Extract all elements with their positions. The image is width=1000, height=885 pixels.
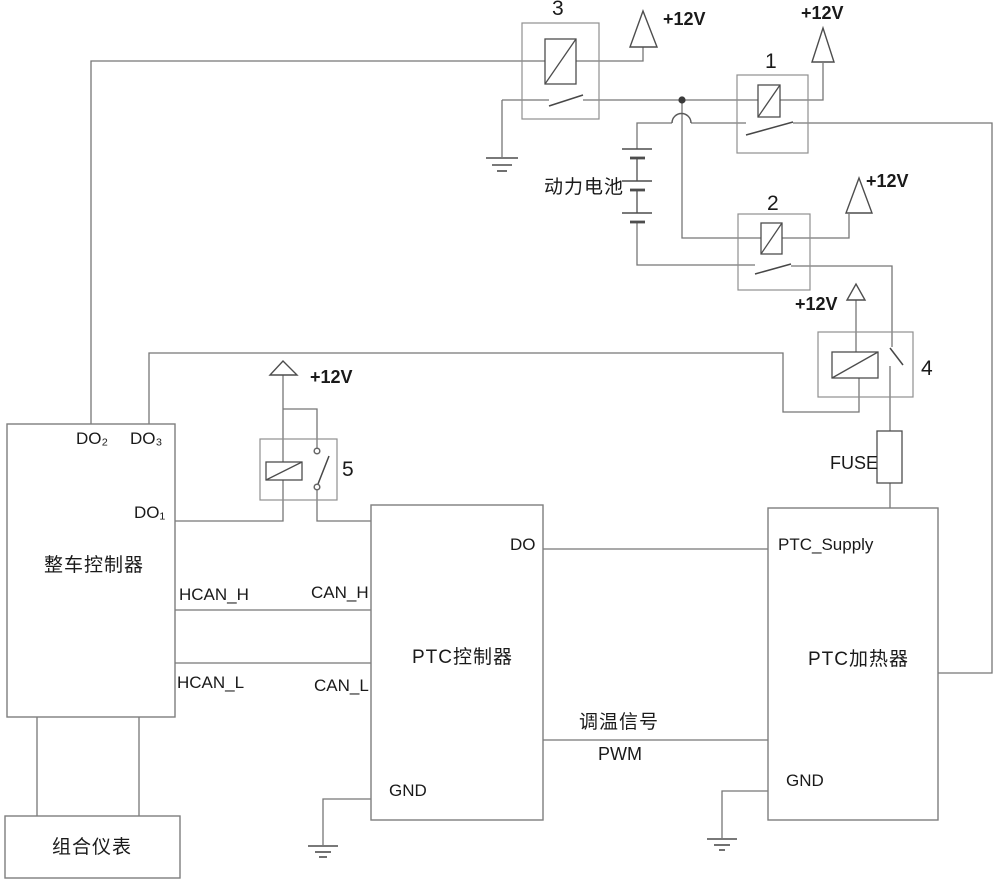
relay-4-coil-icon: [831, 351, 879, 379]
vcu-title: 整车控制器: [44, 555, 145, 576]
ground-controller-icon: [308, 845, 338, 858]
fuse-label: FUSE: [830, 453, 879, 473]
plus12v-label-relay1: +12V: [801, 3, 844, 23]
relay-switches: [313, 94, 904, 491]
wires: [36, 47, 993, 845]
vcu-pin-hcan-l: HCAN_L: [177, 673, 245, 692]
wire-node-to-relay2-coil: [681, 100, 761, 239]
cluster-box: [4, 815, 181, 879]
relay-2-box: [737, 213, 811, 291]
component-boxes: [4, 423, 939, 879]
relay-1-coil-icon: [757, 84, 781, 118]
battery-label: 动力电池: [544, 177, 625, 198]
plus12v-label-relay3: +12V: [663, 9, 706, 29]
relay-coils: [265, 38, 879, 481]
wire-relay5-out-to-ptc-controller: [316, 490, 371, 522]
cluster-title: 组合仪表: [52, 837, 133, 858]
relay-3-switch-icon: [548, 94, 584, 107]
ptc-heater-pin-gnd: GND: [786, 771, 824, 790]
wire-relay1-coil-to-12v: [780, 63, 824, 101]
ground-heater-icon: [707, 838, 737, 851]
relay-5-coil-icon: [265, 461, 303, 481]
relay-5-contact-top: [313, 447, 321, 455]
relay-5-box: [259, 438, 338, 501]
wire-relay1-out-right-rail: [793, 122, 993, 674]
relay-4-number: 4: [921, 357, 933, 380]
relay-2-coil-icon: [760, 222, 783, 255]
ptc-heater-title: PTC加热器: [808, 649, 910, 670]
plus12v-label-relay5: +12V: [310, 367, 353, 387]
power-triangle-relay5-icon: [268, 359, 299, 376]
wire-relay3-coil-to-12v: [576, 47, 644, 62]
relay-5-contact-bottom: [313, 483, 321, 491]
relay-2-switch-icon: [754, 263, 792, 275]
wire-relay4-coil-return-to-do3: [148, 352, 860, 424]
relay-2-number: 2: [767, 192, 779, 215]
vcu-pin-do3: DO₃: [130, 429, 163, 448]
ptc-controller-pin-can-l: CAN_L: [314, 676, 369, 695]
plus12v-label-relay4: +12V: [795, 294, 838, 314]
ptc-heater-pin-supply: PTC_Supply: [778, 535, 874, 554]
plus12v-label-relay2: +12V: [866, 171, 909, 191]
wire-battery-top: [636, 122, 672, 149]
wire-do2-to-relay3-coil: [90, 60, 545, 424]
wire-relay5-coil-to-do1: [175, 480, 284, 522]
relay-1-number: 1: [765, 50, 777, 73]
power-triangles: [268, 9, 874, 376]
ptc-heater-box: [767, 507, 939, 821]
relay-1-switch-icon: [745, 121, 794, 136]
ptc-controller-pin-can-h: CAN_H: [311, 583, 369, 602]
relay-1-box: [736, 74, 809, 154]
relay-5-switch-icon: [317, 455, 330, 485]
power-triangle-relay1-icon: [811, 25, 835, 63]
power-triangle-relay2-icon: [844, 175, 874, 214]
vcu-pin-do2: DO₂: [76, 429, 109, 448]
relay-3-number: 3: [552, 0, 564, 20]
wire-hop-icon: [671, 112, 692, 124]
relay-boxes: [259, 22, 914, 501]
wire-controller-gnd: [322, 798, 371, 845]
relay-4-switch-icon: [889, 347, 904, 366]
fuse-body: [876, 430, 903, 484]
temp-signal-label: 调温信号: [579, 712, 660, 733]
wire-relay2-coil-to-12v: [782, 214, 850, 239]
wire-relay2-out-to-relay4: [791, 265, 893, 347]
relay-5-number: 5: [342, 458, 354, 481]
vcu-pin-hcan-h: HCAN_H: [179, 585, 249, 604]
relay-3-box: [521, 22, 600, 120]
ptc-controller-title: PTC控制器: [412, 647, 514, 668]
wire-relay5-switch-branch: [283, 408, 318, 448]
power-triangle-relay3-icon: [629, 9, 659, 48]
relay-3-coil-icon: [544, 38, 577, 85]
junction-dot: [678, 96, 686, 104]
ptc-controller-box: [370, 504, 544, 821]
relay-4-box: [817, 331, 914, 398]
power-triangle-relay4-icon: [845, 282, 867, 301]
ground-relay3-icon: [486, 157, 518, 172]
ptc-controller-pin-do: DO: [510, 535, 536, 554]
battery-icon: [622, 148, 652, 224]
ground-icons: [308, 157, 737, 858]
wire-battery-bottom-to-relay2-switch: [636, 222, 755, 266]
pwm-label: PWM: [598, 744, 642, 764]
ptc-controller-pin-gnd: GND: [389, 781, 427, 800]
wire-heater-gnd: [721, 790, 768, 838]
vcu-pin-do1: DO₁: [134, 503, 166, 522]
vcu-box: [6, 423, 176, 718]
